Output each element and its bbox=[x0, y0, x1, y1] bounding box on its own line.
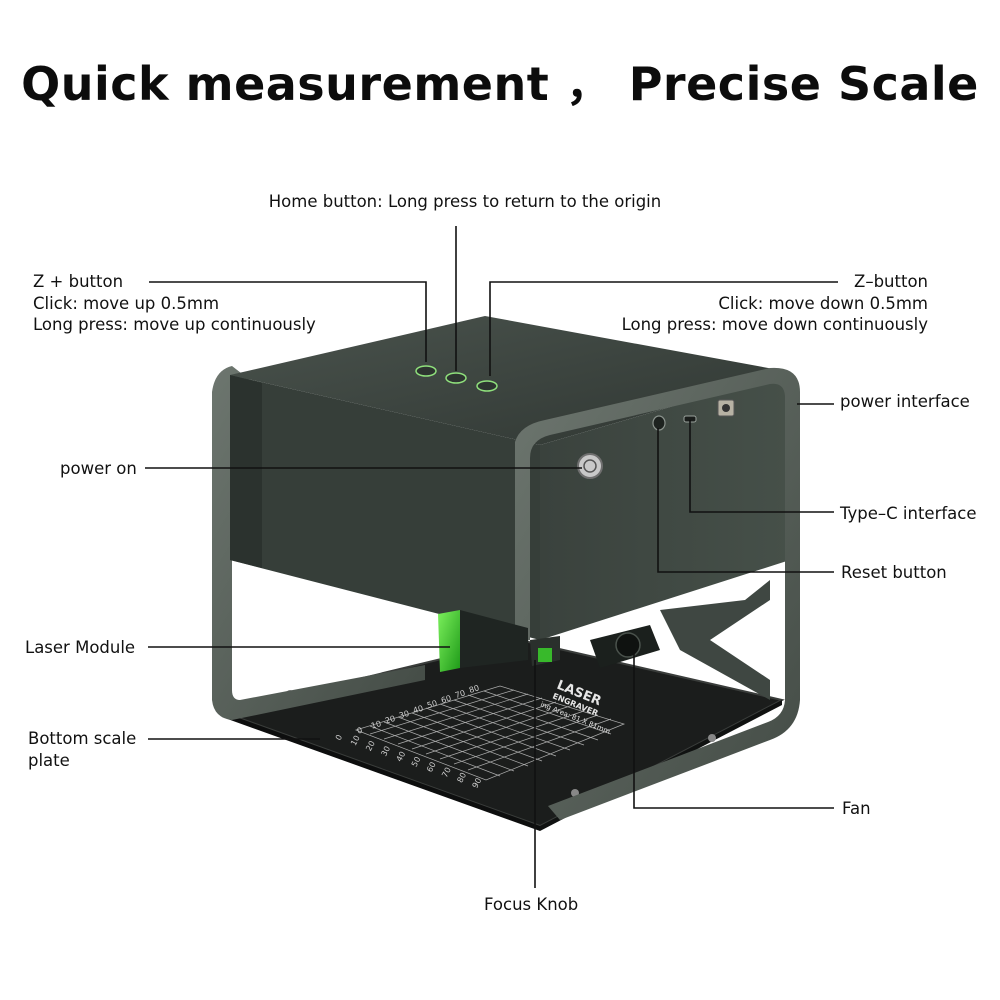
top-cover bbox=[230, 316, 790, 445]
power-on-label: power on bbox=[60, 459, 137, 478]
scale-bottom-number: 60 bbox=[425, 761, 438, 774]
z-minus-button[interactable] bbox=[476, 380, 498, 392]
z-plus-click: Click: move up 0.5mm bbox=[33, 293, 220, 313]
z-plus-title: Z + button bbox=[33, 272, 124, 291]
bottom-scale-plate-label: Bottom scale plate bbox=[28, 728, 136, 771]
z-minus-click: Click: move down 0.5mm bbox=[718, 293, 928, 313]
z-minus-title: Z–button bbox=[854, 272, 928, 291]
scale-left-number: 80 bbox=[468, 683, 480, 695]
z-plus-button[interactable] bbox=[415, 365, 437, 377]
side-panel bbox=[540, 372, 790, 640]
scale-grid bbox=[354, 685, 626, 781]
scale-bottom-number: 20 bbox=[364, 739, 377, 752]
scale-left-number: 20 bbox=[384, 714, 396, 726]
scale-bottom-number: 30 bbox=[379, 745, 392, 758]
type-c-interface-label: Type–C interface bbox=[840, 504, 977, 523]
fan-label: Fan bbox=[842, 799, 871, 818]
page-title: Quick measurement ， Precise Scale bbox=[21, 57, 979, 111]
power-on-button[interactable] bbox=[577, 453, 603, 479]
home-button[interactable] bbox=[445, 372, 467, 384]
plate-screw bbox=[708, 734, 716, 742]
z-plus-label: Z + button Click: move up 0.5mm Long pre… bbox=[33, 271, 316, 336]
laser-module-label: Laser Module bbox=[25, 638, 136, 657]
laser-module bbox=[438, 610, 460, 672]
reset-button-hole[interactable] bbox=[652, 415, 666, 431]
front-body bbox=[230, 375, 540, 640]
z-minus-long: Long press: move down continuously bbox=[621, 315, 928, 334]
scale-bottom-number: 50 bbox=[410, 755, 423, 768]
scale-bottom-number: 90 bbox=[471, 776, 484, 789]
scale-left-number: 70 bbox=[454, 688, 466, 700]
scale-bottom-number: 40 bbox=[395, 750, 408, 763]
scale-bottom-number: 70 bbox=[440, 766, 453, 779]
z-plus-long: Long press: move up continuously bbox=[33, 315, 316, 334]
scale-left-number: 10 bbox=[370, 719, 382, 731]
scale-bottom-number: 10 bbox=[349, 734, 362, 747]
scale-bottom-number: 80 bbox=[455, 771, 468, 784]
bottom-scale-plate: LASER ENGRAVER ing Area: 81 X 81mm 80706… bbox=[218, 638, 785, 831]
scale-left-number: 60 bbox=[440, 694, 452, 706]
bottom-plate-line-1: Bottom scale bbox=[28, 729, 137, 748]
scale-left-number: 50 bbox=[426, 699, 438, 711]
focus-knob-label: Focus Knob bbox=[484, 895, 579, 914]
power-interface-label: power interface bbox=[840, 392, 970, 411]
z-minus-label: Z–button Click: move down 0.5mm Long pre… bbox=[580, 271, 928, 336]
scale-bottom-number: 0 bbox=[334, 733, 344, 742]
bottom-plate-line-2: plate bbox=[28, 750, 70, 770]
reset-button-label: Reset button bbox=[841, 563, 947, 582]
rear-support bbox=[660, 580, 770, 700]
scale-left-number: 40 bbox=[412, 704, 424, 716]
power-icon bbox=[583, 459, 597, 473]
home-button-label: Home button: Long press to return to the… bbox=[268, 192, 662, 211]
scale-left-number: 30 bbox=[398, 709, 410, 721]
scale-left-number: 0 bbox=[356, 726, 364, 736]
